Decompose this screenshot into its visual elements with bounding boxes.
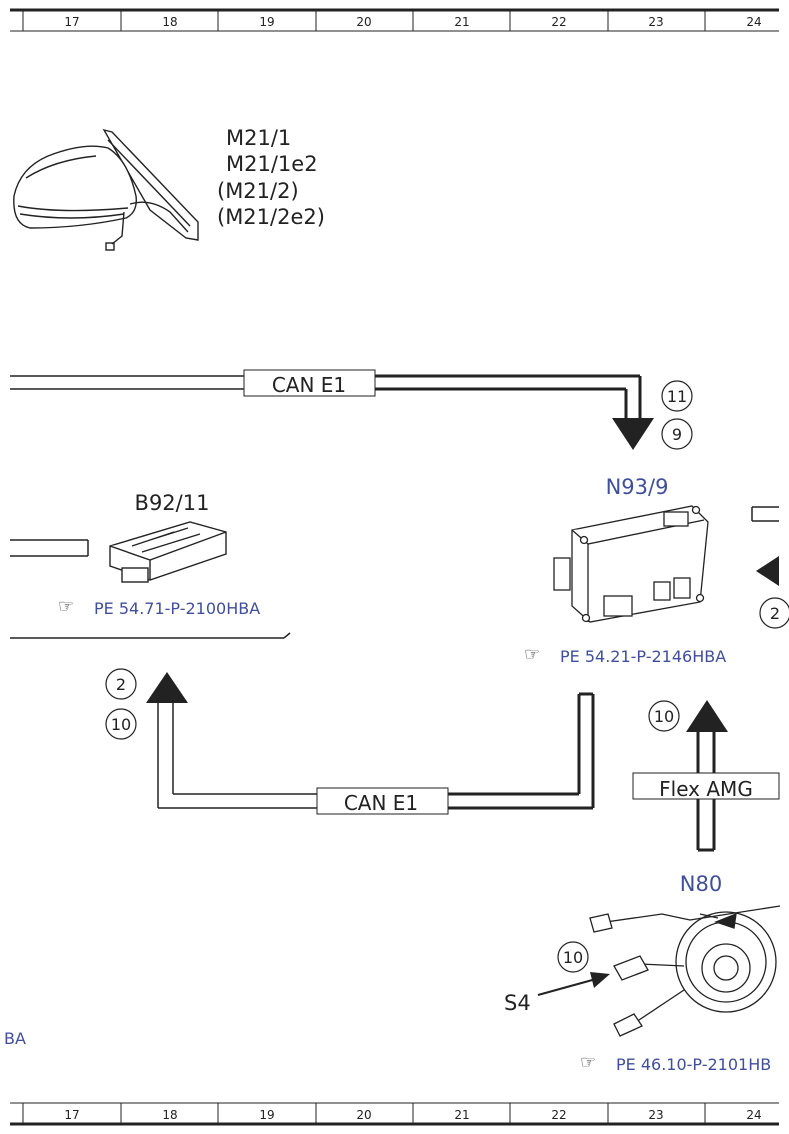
circle-2-left: 2 (105, 668, 137, 700)
ruler-bottom-21: 21 (454, 1108, 469, 1122)
b92-11-label: B92/11 (135, 491, 210, 515)
ruler-top-21: 21 (454, 15, 469, 29)
circle-10-n80: 10 (557, 941, 589, 973)
n80-label: N80 (680, 872, 722, 896)
arrow-up-to-n93-9 (686, 700, 728, 732)
ruler-bottom-24: 24 (746, 1108, 761, 1122)
mirror-label-m21-1: M21/1 (226, 126, 291, 150)
can-e1-bottom-box (316, 787, 449, 815)
pointing-hand-icon-n93: ☞ (524, 644, 540, 665)
b92-11-ref-link[interactable]: PE 54.71-P-2100HBA (94, 599, 260, 618)
s4-pointer-arrowhead (590, 972, 610, 988)
svg-text:11: 11 (667, 387, 687, 406)
mirror-illustration (13, 128, 199, 251)
arrow-left-edge (756, 556, 779, 586)
ruler-top-18: 18 (162, 15, 177, 29)
circle-9-top: 9 (661, 418, 693, 450)
b92-left-wire (10, 539, 291, 639)
ruler-bottom-22: 22 (551, 1108, 566, 1122)
svg-text:10: 10 (111, 715, 131, 734)
cut-off-ref-fragment[interactable]: BA (4, 1029, 26, 1048)
svg-text:10: 10 (563, 948, 583, 967)
svg-text:10: 10 (654, 707, 674, 726)
mirror-label-m21-2e2: (M21/2e2) (217, 205, 325, 229)
s4-pointer-line (537, 978, 597, 996)
ruler-bottom-19: 19 (259, 1108, 274, 1122)
svg-text:2: 2 (770, 604, 780, 623)
pointing-hand-icon: ☞ (58, 596, 74, 617)
mirror-label-m21-1e2: M21/1e2 (226, 152, 318, 176)
ruler-bottom-18: 18 (162, 1108, 177, 1122)
ruler-bottom-17: 17 (64, 1108, 79, 1122)
n80-steering-column-module-illustration (589, 905, 781, 1037)
can-e1-bottom-bus (157, 692, 595, 810)
ruler-top-17: 17 (64, 15, 79, 29)
bottom-ruler: 17 18 19 20 21 22 23 24 (10, 1102, 779, 1126)
flex-amg-box (632, 772, 780, 800)
n93-9-module-illustration (553, 505, 709, 623)
ruler-top-23: 23 (648, 15, 663, 29)
b92-11-module-illustration (109, 521, 227, 583)
circle-11-top: 11 (661, 380, 693, 412)
pointing-hand-icon-n80: ☞ (580, 1052, 596, 1073)
can-e1-top-label: CAN E1 (272, 373, 346, 397)
mirror-label-m21-2: (M21/2) (217, 179, 299, 203)
svg-text:2: 2 (116, 675, 126, 694)
circle-2-edge: 2 (759, 597, 789, 629)
can-e1-bottom-label: CAN E1 (344, 791, 418, 815)
flex-amg-label: Flex AMG (659, 777, 753, 801)
circle-10-left: 10 (105, 708, 137, 740)
ruler-top-19: 19 (259, 15, 274, 29)
can-e1-top-box (243, 369, 376, 397)
n80-ref-link[interactable]: PE 46.10-P-2101HB (616, 1055, 771, 1074)
ruler-top-20: 20 (356, 15, 371, 29)
top-ruler: 17 18 19 20 21 22 23 24 (10, 8, 779, 32)
arrow-up-to-b92-11 (146, 672, 188, 703)
n93-9-label: N93/9 (606, 475, 669, 499)
ruler-bottom-23: 23 (648, 1108, 663, 1122)
circle-10-right: 10 (648, 700, 680, 732)
n93-9-ref-link[interactable]: PE 54.21-P-2146HBA (560, 647, 726, 666)
ruler-top-24: 24 (746, 15, 761, 29)
svg-text:9: 9 (672, 425, 682, 444)
s4-label: S4 (504, 991, 531, 1015)
ruler-top-22: 22 (551, 15, 566, 29)
arrow-down-to-n93-9 (612, 418, 654, 450)
n93-right-wire (751, 506, 779, 522)
can-e1-top-bus (10, 374, 642, 420)
ruler-bottom-20: 20 (356, 1108, 371, 1122)
